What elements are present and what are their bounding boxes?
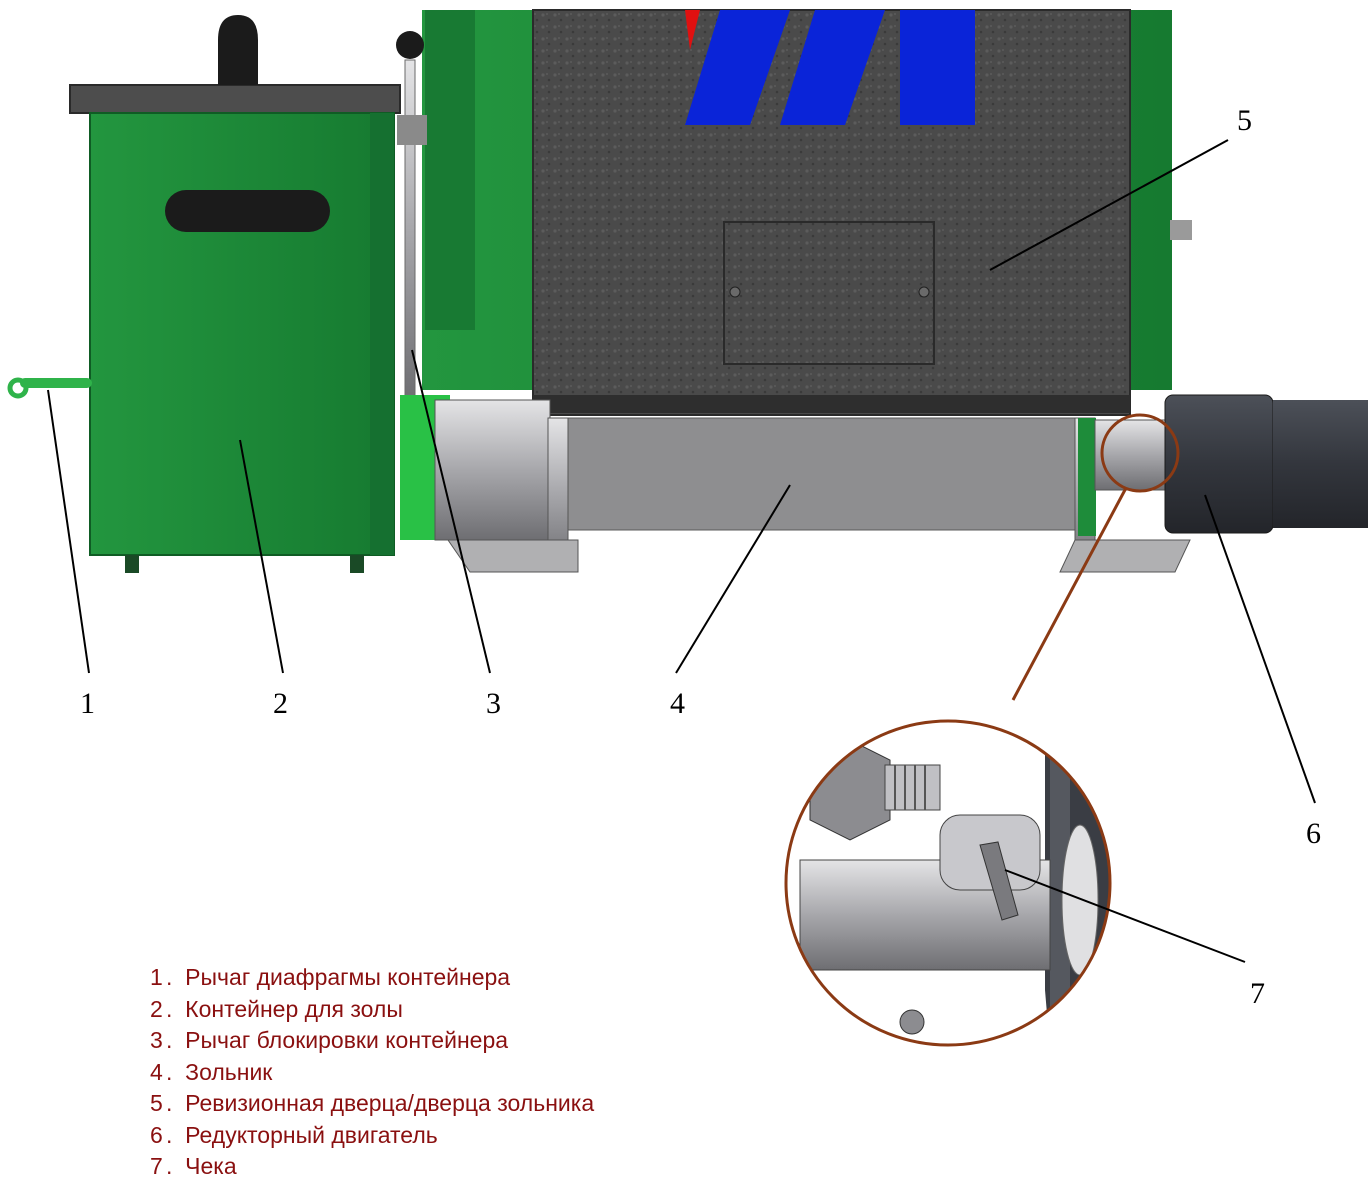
zoom-indicator: [1011, 413, 1180, 701]
cotter-pin: [979, 841, 1019, 921]
legend-item-number: 3: [150, 1027, 163, 1053]
legend-item: 4. Зольник: [150, 1057, 594, 1089]
callout-number-2: 2: [273, 687, 288, 720]
legend-item: 7. Чека: [150, 1151, 594, 1183]
locking-lever: [396, 31, 427, 401]
legend-item-number: 5: [150, 1090, 163, 1116]
legend-item-number: 6: [150, 1121, 163, 1148]
callout-number-6: 6: [1306, 817, 1321, 850]
legend-item-number: 1: [150, 964, 163, 990]
legend-item: 2. Контейнер для золы: [150, 994, 594, 1026]
legend-item: 6. Редукторный двигатель: [150, 1120, 594, 1152]
legend-item-label: Чека: [185, 1153, 237, 1179]
legend-item-number: 7: [150, 1153, 163, 1179]
blue-stripe: [685, 10, 790, 125]
legend-item-number: 4: [150, 1058, 163, 1085]
door-plate: [723, 221, 935, 365]
legend-item-label: Контейнер для золы: [185, 995, 403, 1022]
zoom-detail: [784, 719, 1112, 1047]
legend-item-label: Редукторный двигатель: [185, 1121, 438, 1148]
parts-legend: 1. Рычаг диафрагмы контейнера 2. Контейн…: [150, 962, 594, 1183]
legend-item-label: Рычаг диафрагмы контейнера: [185, 964, 511, 990]
legend-item-number: 2: [150, 995, 163, 1022]
legend-item-label: Рычаг блокировки контейнера: [185, 1027, 509, 1053]
legend-item: 5. Ревизионная дверца/дверца зольника: [150, 1088, 594, 1120]
container-handle: [165, 190, 330, 232]
red-stripe: [685, 10, 700, 50]
diaphragm-lever: [7, 377, 92, 399]
gear-motor: [1164, 394, 1368, 534]
legend-item: 1. Рычаг диафрагмы контейнера: [150, 962, 594, 994]
blue-stripe: [900, 10, 975, 125]
revision-door-panel: [532, 9, 1131, 416]
callout-number-5: 5: [1237, 104, 1252, 137]
ash-container: [69, 15, 401, 573]
ash-pan-shaft: [400, 395, 1191, 573]
legend-item-label: Ревизионная дверца/дверца зольника: [185, 1090, 595, 1116]
blue-stripe: [780, 10, 885, 125]
leader-lines: [47, 139, 1316, 963]
callout-number-1: 1: [80, 687, 95, 720]
callout-number-7: 7: [1250, 977, 1265, 1010]
legend-item: 3. Рычаг блокировки контейнера: [150, 1025, 594, 1057]
callout-number-4: 4: [670, 687, 685, 720]
callout-number-3: 3: [486, 687, 501, 720]
legend-item-label: Зольник: [185, 1058, 273, 1085]
